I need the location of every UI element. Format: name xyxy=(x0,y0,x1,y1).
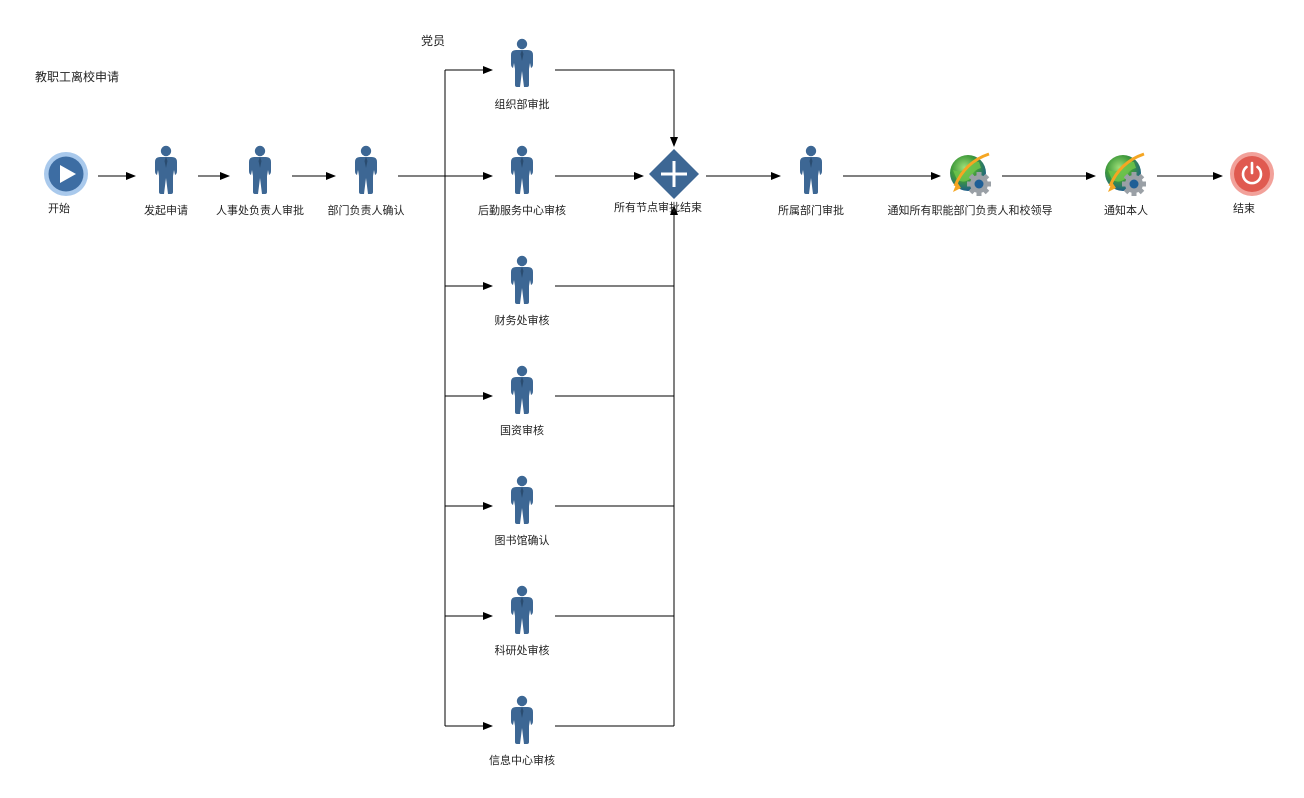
person-icon xyxy=(800,145,822,194)
diagram-title: 教职工离校申请 xyxy=(35,70,120,84)
label-submit: 发起申请 xyxy=(144,204,188,217)
person-icon xyxy=(511,585,533,634)
power-icon xyxy=(1241,161,1263,185)
branch-note: 党员 xyxy=(421,34,446,48)
person-icon xyxy=(249,145,271,194)
task-dept-confirm[interactable] xyxy=(355,145,377,194)
end-event[interactable] xyxy=(1230,152,1274,196)
label-org: 组织部审批 xyxy=(494,98,550,111)
label-research: 科研处审核 xyxy=(494,644,550,657)
globe-gear-icon xyxy=(948,152,993,198)
task-submit[interactable] xyxy=(155,145,177,194)
task-finance[interactable] xyxy=(511,255,533,304)
label-dept-confirm: 部门负责人确认 xyxy=(327,204,405,217)
label-notify-self: 通知本人 xyxy=(1104,204,1148,217)
task-assets[interactable] xyxy=(511,365,533,414)
label-join: 所有节点审批结束 xyxy=(614,201,702,214)
parallel-gateway[interactable] xyxy=(649,149,699,199)
task-dept-approve[interactable] xyxy=(800,145,822,194)
task-it-center[interactable] xyxy=(511,695,533,744)
label-notify-leaders: 通知所有职能部门负责人和校领导 xyxy=(887,204,1053,217)
person-icon xyxy=(355,145,377,194)
connectors xyxy=(98,66,1223,730)
person-icon xyxy=(511,38,533,87)
person-icon xyxy=(511,695,533,744)
label-library: 图书馆确认 xyxy=(494,534,550,547)
globe-gear-icon xyxy=(1103,152,1148,198)
person-icon xyxy=(511,475,533,524)
start-event[interactable] xyxy=(44,152,88,196)
label-it-center: 信息中心审核 xyxy=(489,754,555,767)
label-hr: 人事处负责人审批 xyxy=(216,204,304,217)
label-dept-approve: 所属部门审批 xyxy=(778,204,844,217)
label-finance: 财务处审核 xyxy=(494,314,550,327)
label-logistics: 后勤服务中心审核 xyxy=(478,204,566,217)
label-start: 开始 xyxy=(48,202,70,215)
label-end: 结束 xyxy=(1233,202,1255,215)
task-research[interactable] xyxy=(511,585,533,634)
person-icon xyxy=(511,255,533,304)
person-icon xyxy=(155,145,177,194)
label-assets: 国资审核 xyxy=(500,424,544,437)
service-notify-leaders[interactable] xyxy=(948,152,993,198)
task-library[interactable] xyxy=(511,475,533,524)
task-org[interactable] xyxy=(511,38,533,87)
service-notify-self[interactable] xyxy=(1103,152,1148,198)
task-logistics[interactable] xyxy=(511,145,533,194)
person-icon xyxy=(511,365,533,414)
task-hr[interactable] xyxy=(249,145,271,194)
play-icon xyxy=(60,165,76,183)
person-icon xyxy=(511,145,533,194)
